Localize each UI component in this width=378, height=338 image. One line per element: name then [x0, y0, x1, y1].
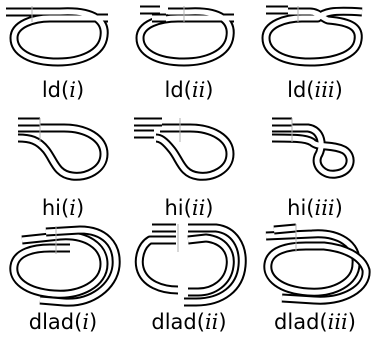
label-prefix: hi — [41, 196, 62, 220]
label-prefix: dlad — [274, 310, 320, 334]
cell-hi-i: hi(i) — [0, 112, 126, 222]
label-argument: i — [82, 310, 90, 334]
ld-iii-tube-drawing — [261, 5, 363, 67]
double-loop-front — [9, 231, 109, 299]
cell-dlad-i: dlad(i) — [0, 222, 126, 338]
label-argument: ii — [191, 78, 206, 102]
label-argument: i — [69, 78, 76, 102]
dlad-i-tube-drawing — [9, 225, 121, 307]
label-hi-iii: hi(iii) — [287, 196, 343, 220]
label-dlad-ii: dlad(ii) — [151, 310, 227, 334]
label-argument: ii — [204, 310, 219, 334]
label-prefix: dlad — [28, 310, 75, 334]
label-prefix: hi — [287, 196, 307, 220]
label-dlad-i: dlad(i) — [28, 310, 98, 334]
label-ld-i: ld(i) — [41, 78, 85, 102]
cell-dlad-iii: dlad(iii) — [252, 222, 378, 338]
dlad-iii-tube-drawing — [263, 223, 371, 305]
tube-loop — [9, 7, 109, 67]
dlad-ii-tube-drawing — [134, 223, 247, 307]
broken-loop-right — [187, 233, 235, 297]
cell-dlad-ii: dlad(ii) — [126, 222, 252, 338]
tube-twisted-loop — [261, 6, 363, 67]
label-argument: iii — [327, 310, 348, 334]
broken-outer-right — [184, 223, 247, 307]
hook-curl — [271, 123, 355, 179]
label-prefix: dlad — [151, 310, 197, 334]
label-hi-ii: hi(ii) — [164, 196, 214, 220]
spiral-outer — [281, 241, 371, 305]
label-prefix: ld — [287, 78, 307, 102]
tube-loop — [135, 7, 235, 67]
spiral-inner — [263, 229, 361, 297]
cell-hi-iii: hi(iii) — [252, 112, 378, 222]
hi-i-tube-drawing — [17, 117, 109, 181]
ld-i-tube-drawing — [6, 6, 109, 67]
label-argument: iii — [314, 78, 335, 102]
cell-ld-i: ld(i) — [0, 0, 126, 110]
label-argument: ii — [191, 196, 206, 220]
spiral-end-top — [273, 223, 297, 235]
double-loop-back — [39, 225, 121, 307]
ld-ii-tube-drawing — [135, 5, 235, 67]
label-ld-iii: ld(iii) — [287, 78, 343, 102]
hook-loop — [17, 123, 109, 181]
hi-iii-tube-drawing — [271, 117, 355, 179]
label-prefix: ld — [41, 78, 62, 102]
label-hi-i: hi(i) — [41, 196, 85, 220]
cell-hi-ii: hi(ii) — [126, 112, 252, 222]
cell-ld-ii: ld(ii) — [126, 0, 252, 110]
label-dlad-iii: dlad(iii) — [274, 310, 356, 334]
label-argument: i — [69, 196, 76, 220]
label-ld-ii: ld(ii) — [164, 78, 214, 102]
broken-loop-left — [134, 235, 179, 295]
label-prefix: ld — [164, 78, 184, 102]
label-argument: iii — [314, 196, 335, 220]
cell-ld-iii: ld(iii) — [252, 0, 378, 110]
label-prefix: hi — [164, 196, 184, 220]
hi-ii-tube-drawing — [134, 117, 235, 181]
hook-loop — [155, 123, 235, 181]
